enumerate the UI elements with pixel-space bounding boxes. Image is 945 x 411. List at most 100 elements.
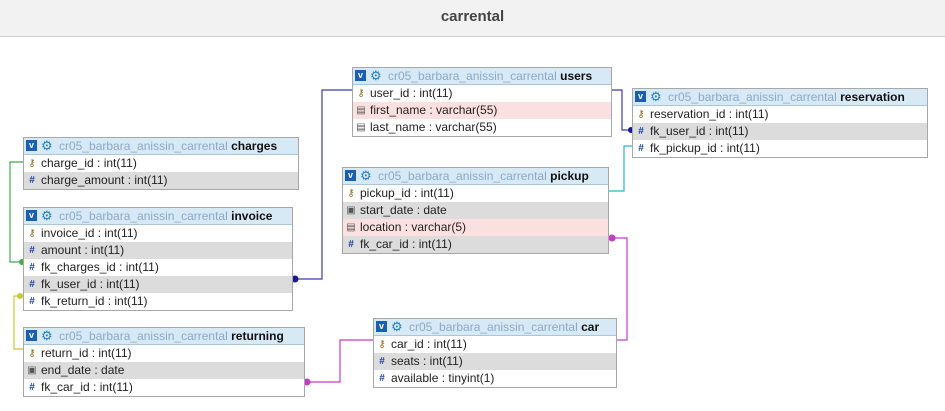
column-label: fk_pickup_id : int(11)	[650, 141, 760, 155]
table-column[interactable]: # fk_car_id : int(11)	[343, 236, 608, 253]
table-header[interactable]: v ⚙ cr05_barbara_anissin_carrental invoi…	[24, 208, 292, 225]
column-label: fk_return_id : int(11)	[41, 294, 148, 308]
table-name: invoice	[231, 209, 273, 223]
text-icon: ▤	[356, 122, 366, 133]
calendar-icon: ▣	[27, 365, 37, 376]
column-label: amount : int(11)	[41, 243, 125, 257]
table-returning[interactable]: v ⚙ cr05_barbara_anissin_carrental retur…	[23, 327, 305, 397]
hash-icon: #	[29, 175, 35, 186]
page-title: carrental	[440, 8, 505, 25]
gear-icon[interactable]: ⚙	[41, 138, 53, 153]
table-column[interactable]: ⚷ car_id : int(11)	[374, 336, 616, 353]
relation-line-returning-car[interactable]	[307, 339, 373, 383]
table-column[interactable]: # fk_car_id : int(11)	[24, 379, 304, 396]
table-header[interactable]: v ⚙ cr05_barbara_anissin_carrental reser…	[633, 89, 927, 106]
designer-titlebar: carrental	[0, 0, 945, 37]
table-name: returning	[231, 329, 284, 343]
relation-endpoint	[608, 234, 616, 242]
table-column[interactable]: ⚷ reservation_id : int(11)	[633, 106, 927, 123]
table-name: car	[581, 320, 600, 334]
hash-icon: #	[379, 373, 385, 384]
table-header[interactable]: v ⚙ cr05_barbara_anissin_carrental users	[353, 68, 611, 85]
column-label: location : varchar(5)	[360, 220, 467, 234]
database-name: cr05_barbara_anissin_carrental	[388, 69, 557, 83]
collapse-toggle-icon[interactable]: v	[26, 330, 37, 341]
table-column[interactable]: #seats : int(11)	[374, 353, 616, 370]
key-icon: ⚷	[637, 109, 645, 120]
table-name: charges	[231, 139, 278, 153]
database-name: cr05_barbara_anissin_carrental	[59, 329, 228, 343]
relation-line-reservation-pickup[interactable]	[609, 145, 632, 192]
table-header[interactable]: v ⚙ cr05_barbara_anissin_carrental car	[374, 319, 616, 336]
hash-icon: #	[29, 279, 35, 290]
relation-line-invoice-returning[interactable]	[13, 295, 23, 350]
table-column[interactable]: ▣end_date : date	[24, 362, 304, 379]
table-users[interactable]: v ⚙ cr05_barbara_anissin_carrental users…	[352, 67, 612, 137]
table-column[interactable]: # fk_pickup_id : int(11)	[633, 140, 927, 157]
table-invoice[interactable]: v ⚙ cr05_barbara_anissin_carrental invoi…	[23, 207, 293, 311]
table-column[interactable]: #fk_user_id : int(11)	[24, 276, 292, 293]
collapse-toggle-icon[interactable]: v	[26, 210, 37, 221]
gear-icon[interactable]: ⚙	[391, 319, 403, 334]
table-charges[interactable]: v ⚙ cr05_barbara_anissin_carrental charg…	[23, 137, 299, 190]
gear-icon[interactable]: ⚙	[41, 208, 53, 223]
table-column[interactable]: ⚷ return_id : int(11)	[24, 345, 304, 362]
table-column[interactable]: #charge_amount : int(11)	[24, 172, 298, 189]
gear-icon[interactable]: ⚙	[370, 68, 382, 83]
table-header[interactable]: v ⚙ cr05_barbara_anissin_carrental picku…	[343, 168, 608, 185]
table-column[interactable]: ⚷charge_id : int(11)	[24, 155, 298, 172]
column-label: fk_charges_id : int(11)	[41, 260, 159, 274]
hash-icon: #	[638, 143, 644, 154]
hash-icon: #	[638, 126, 644, 137]
column-label: last_name : varchar(55)	[370, 120, 497, 134]
table-column[interactable]: #fk_user_id : int(11)	[633, 123, 927, 140]
table-column[interactable]: ▣start_date : date	[343, 202, 608, 219]
hash-icon: #	[29, 382, 35, 393]
table-name: reservation	[840, 90, 905, 104]
database-name: cr05_barbara_anissin_carrental	[668, 90, 837, 104]
table-column[interactable]: # available : tinyint(1)	[374, 370, 616, 387]
table-column[interactable]: ▤ last_name : varchar(55)	[353, 119, 611, 136]
table-header[interactable]: v ⚙ cr05_barbara_anissin_carrental charg…	[24, 138, 298, 155]
table-pickup[interactable]: v ⚙ cr05_barbara_anissin_carrental picku…	[342, 167, 609, 254]
collapse-toggle-icon[interactable]: v	[345, 170, 356, 181]
column-label: fk_car_id : int(11)	[41, 380, 133, 394]
column-label: return_id : int(11)	[41, 346, 132, 360]
hash-icon: #	[29, 296, 35, 307]
table-column[interactable]: ▤ location : varchar(5)	[343, 219, 608, 236]
text-icon: ▤	[346, 222, 356, 233]
gear-icon[interactable]: ⚙	[650, 89, 662, 104]
key-icon: ⚷	[378, 339, 386, 350]
key-icon: ⚷	[28, 348, 36, 359]
table-column[interactable]: # fk_return_id : int(11)	[24, 293, 292, 310]
collapse-toggle-icon[interactable]: v	[355, 70, 366, 81]
relation-line-reservation-users[interactable]	[612, 89, 632, 131]
table-column[interactable]: ⚷user_id : int(11)	[353, 85, 611, 102]
table-reservation[interactable]: v ⚙ cr05_barbara_anissin_carrental reser…	[632, 88, 928, 158]
relation-line-invoice-charges[interactable]	[9, 161, 23, 263]
gear-icon[interactable]: ⚙	[41, 328, 53, 343]
table-column[interactable]: #amount : int(11)	[24, 242, 292, 259]
key-icon: ⚷	[347, 188, 355, 199]
table-column[interactable]: #fk_charges_id : int(11)	[24, 259, 292, 276]
column-label: user_id : int(11)	[370, 86, 453, 100]
column-label: first_name : varchar(55)	[370, 103, 498, 117]
calendar-icon: ▣	[346, 205, 356, 216]
column-label: car_id : int(11)	[391, 337, 467, 351]
collapse-toggle-icon[interactable]: v	[26, 140, 37, 151]
table-header[interactable]: v ⚙ cr05_barbara_anissin_carrental retur…	[24, 328, 304, 345]
table-car[interactable]: v ⚙ cr05_barbara_anissin_carrental car ⚷…	[373, 318, 617, 388]
table-column[interactable]: ⚷invoice_id : int(11)	[24, 225, 292, 242]
column-label: available : tinyint(1)	[391, 371, 495, 385]
column-label: reservation_id : int(11)	[650, 107, 769, 121]
table-name: users	[560, 69, 593, 83]
table-column[interactable]: ▤first_name : varchar(55)	[353, 102, 611, 119]
gear-icon[interactable]: ⚙	[360, 168, 372, 183]
key-icon: ⚷	[28, 158, 36, 169]
hash-icon: #	[379, 356, 385, 367]
hash-icon: #	[348, 239, 354, 250]
collapse-toggle-icon[interactable]: v	[376, 321, 387, 332]
column-label: fk_car_id : int(11)	[360, 237, 452, 251]
collapse-toggle-icon[interactable]: v	[635, 91, 646, 102]
table-column[interactable]: ⚷pickup_id : int(11)	[343, 185, 608, 202]
